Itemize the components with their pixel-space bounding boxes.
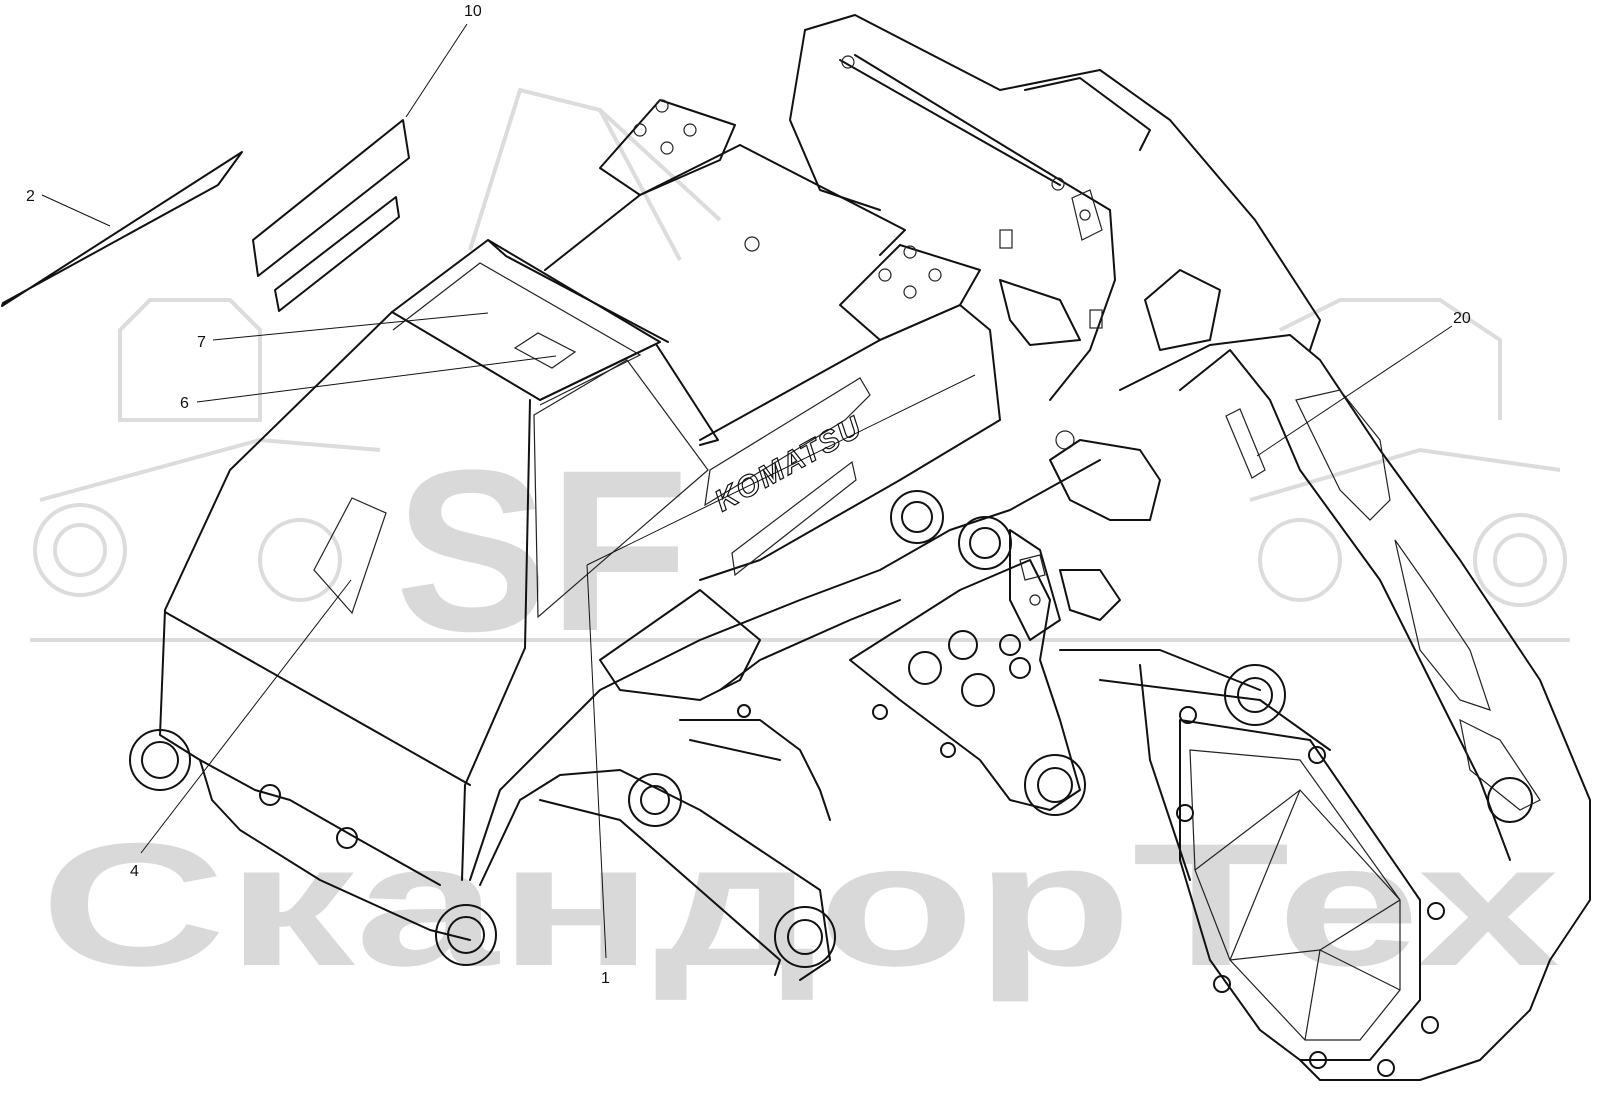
watermark-brand-text: СкандорТех [40,808,1560,1003]
front-linkage [469,430,1161,981]
callouts: 2 10 7 6 20 4 1 [26,3,1471,987]
decal-strip-2 [1,151,243,307]
watermark: SF СкандорТех [30,87,1570,1003]
komatsu-decal: KOMATSU [709,410,868,518]
decal-sheets-10 [252,119,410,312]
rear-frame [789,14,1321,401]
leader-lines [41,23,1453,959]
right-arm [1059,334,1591,1081]
callout-2: 2 [26,188,35,205]
callout-7: 7 [197,334,206,351]
callout-20: 20 [1453,310,1471,327]
watermark-logo-text: SF [395,422,689,679]
callout-10: 10 [464,3,482,20]
excavator-tractor-watermark-icon [30,87,1570,642]
callout-6: 6 [180,395,189,412]
callout-1: 1 [601,970,610,987]
callout-4: 4 [130,863,139,880]
